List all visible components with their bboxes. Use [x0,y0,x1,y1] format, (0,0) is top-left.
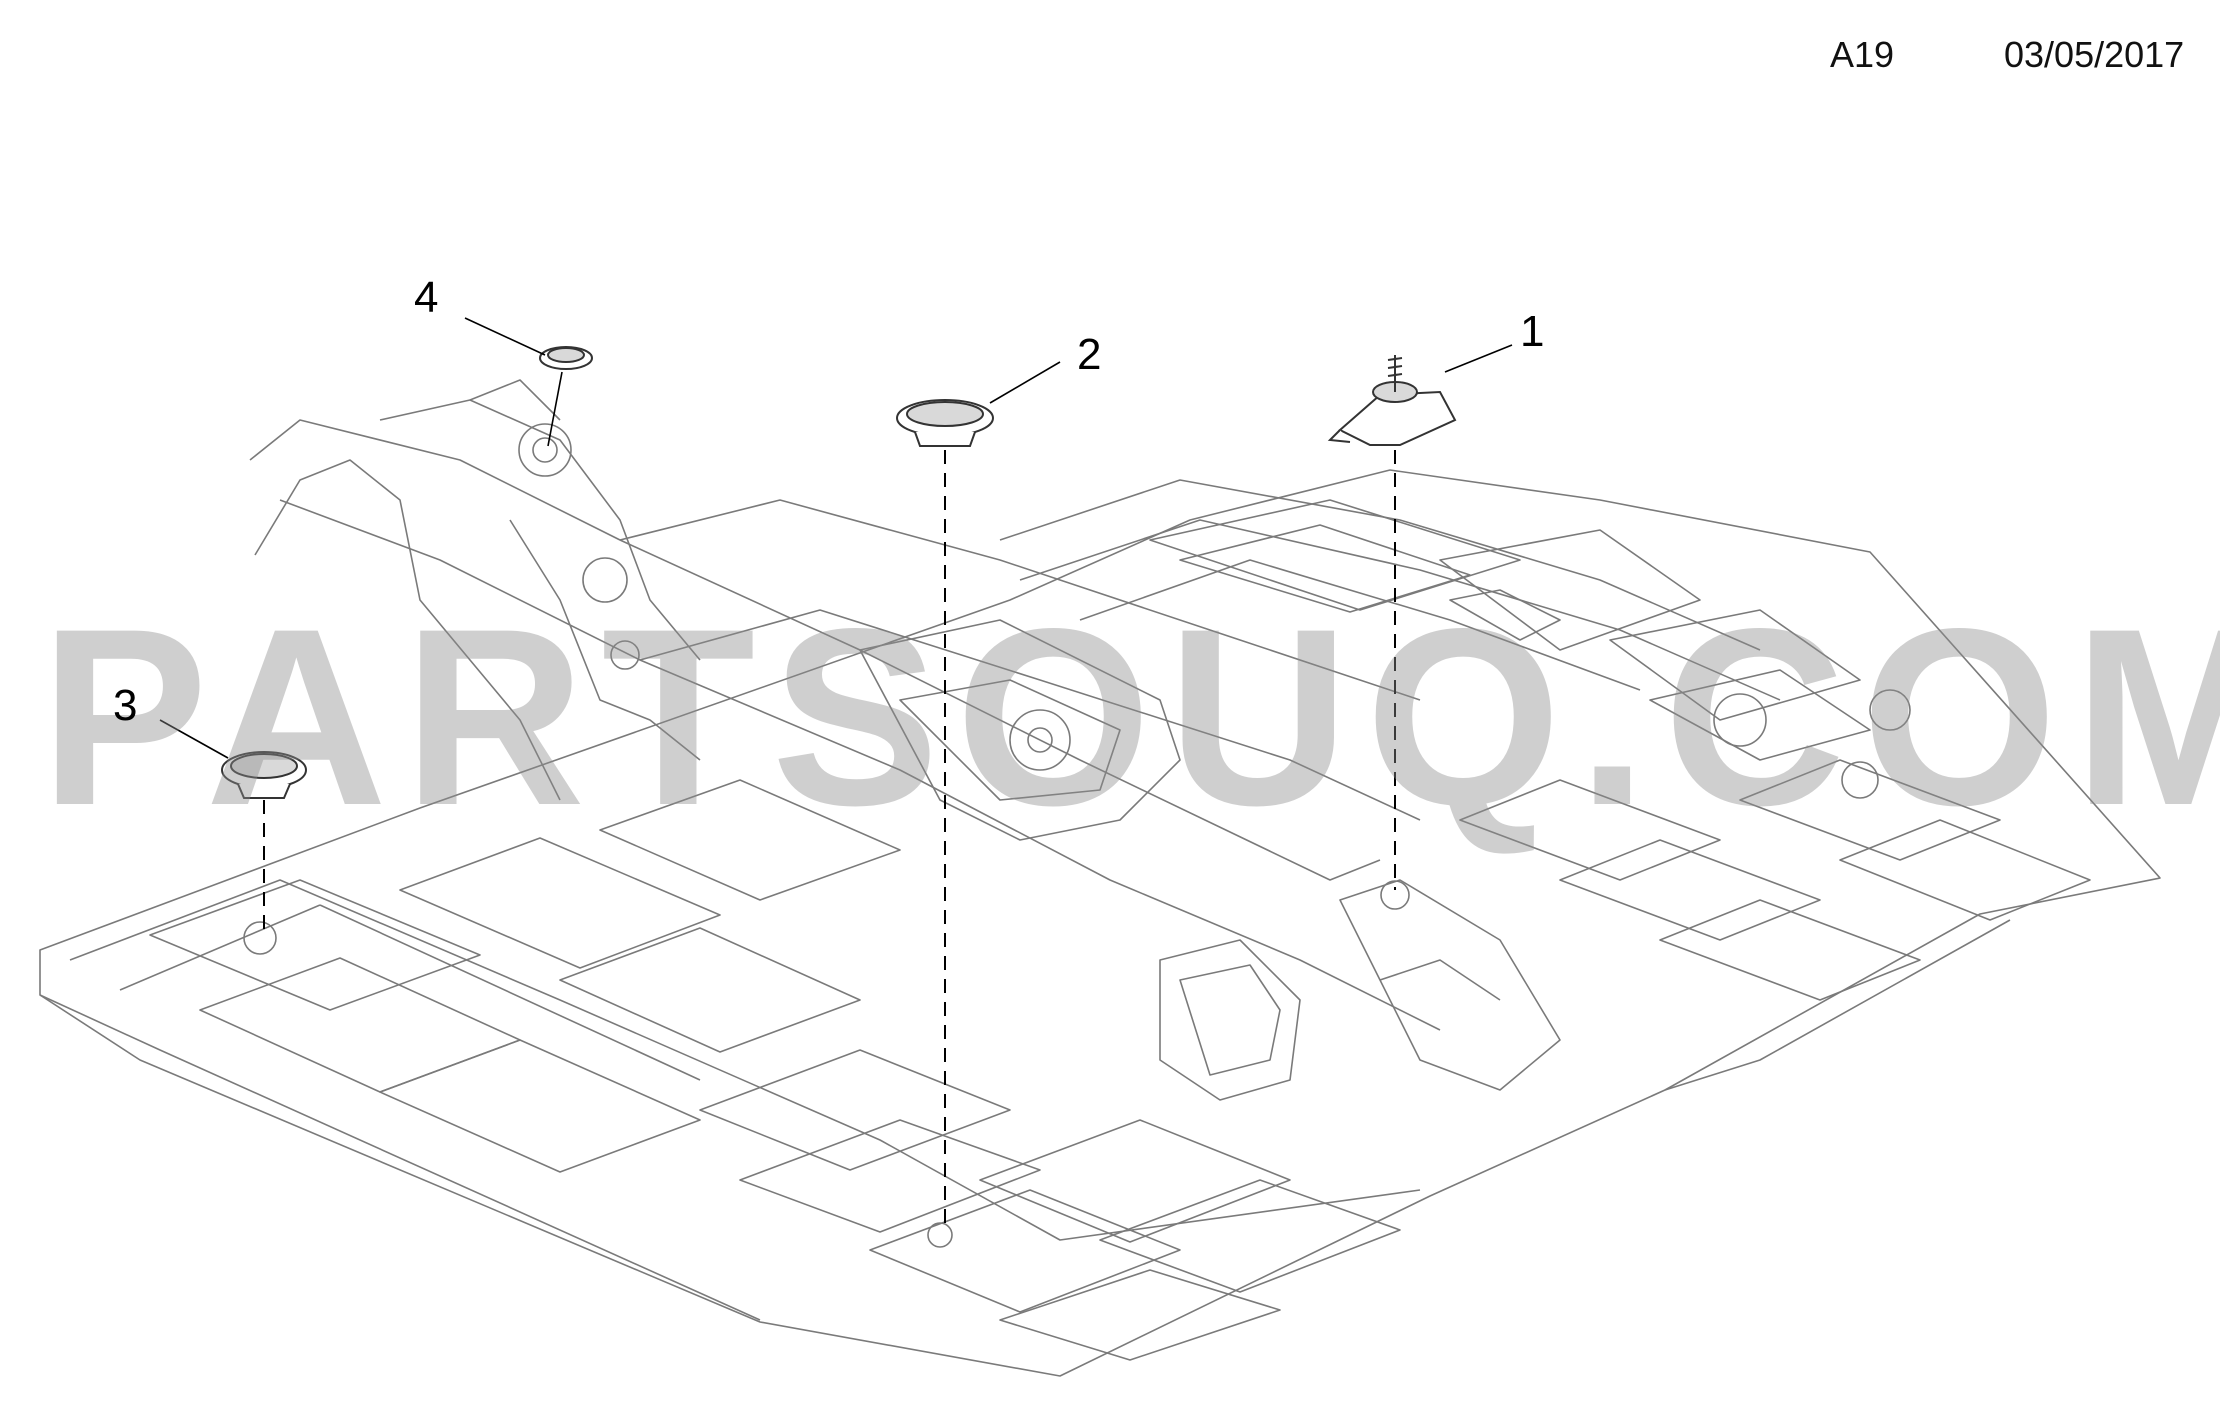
diagram-code: A19 [1830,34,1895,75]
callout-2[interactable]: 2 [1077,330,1102,379]
callout-4[interactable]: 4 [414,273,439,322]
watermark: PARTSOUQ.COM [40,577,2220,858]
part-1-bracket [1327,355,1457,446]
leader-lines [159,317,1513,759]
diagram-date: 03/05/2017 [2004,34,2185,75]
part-4-grommet [539,346,593,370]
callout-3[interactable]: 3 [113,681,138,730]
part-2-grommet [896,399,994,447]
part-3-grommet [221,751,307,799]
callout-1[interactable]: 1 [1520,307,1545,356]
installation-lines [263,450,1396,1230]
floor-panel [39,379,2161,1377]
